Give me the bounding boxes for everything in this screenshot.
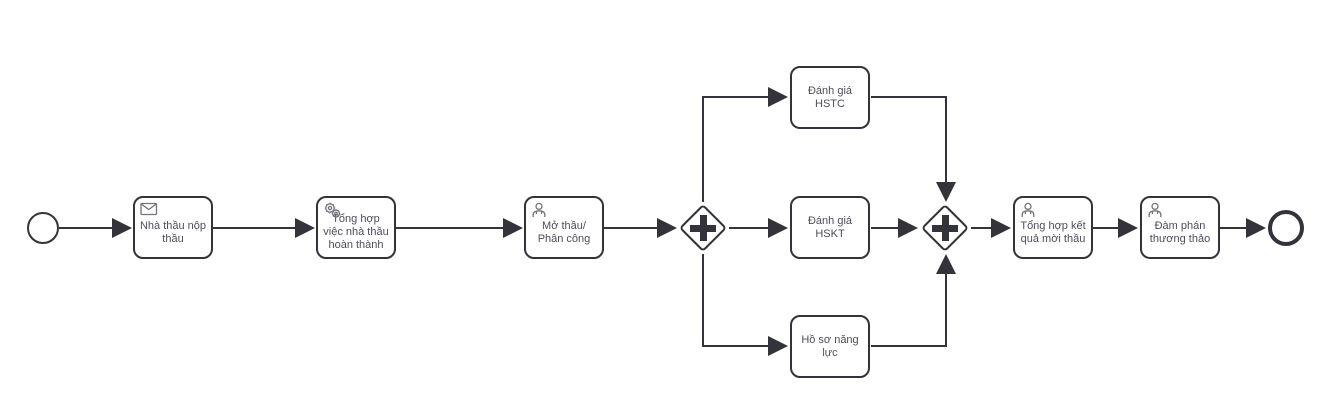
plus-icon (942, 215, 949, 241)
task-tong-hop-ket-qua-moi-thau[interactable]: Tổng hợp kết quả mời thầu (1013, 196, 1093, 259)
task-label: Đàm phán thương thảo (1149, 219, 1211, 245)
task-dam-phan-thuong-thao[interactable]: Đàm phán thương thảo (1140, 196, 1220, 259)
task-label: Tổng hợp kết quả mời thầu (1020, 219, 1086, 245)
user-icon (531, 202, 549, 218)
task-danh-gia-hstc[interactable]: Đánh giá HSTC (790, 66, 870, 129)
task-mo-thau-phan-cong[interactable]: Mở thầu/ Phân công (524, 196, 604, 259)
plus-icon (700, 215, 707, 241)
task-tong-hop-viec-nha-thau-hoan-thanh[interactable]: Tổng hợp việc nhà thầu hoàn thành (316, 196, 396, 259)
parallel-gateway-join[interactable] (920, 203, 970, 253)
message-icon (140, 202, 158, 218)
task-nha-thau-nop-thau[interactable]: Nhà thầu nộp thầu (133, 196, 213, 259)
task-label: Tổng hợp việc nhà thầu hoàn thành (323, 213, 389, 251)
task-label: Đánh giá HSKT (807, 214, 853, 240)
task-label: Hồ sơ năng lực (801, 333, 859, 359)
user-icon (1147, 202, 1165, 218)
flow-hsnl-to-gw2[interactable] (871, 254, 956, 347)
task-danh-gia-hskt[interactable]: Đánh giá HSKT (790, 196, 870, 259)
flow-hstc-to-gw2[interactable] (871, 96, 956, 202)
parallel-gateway-split[interactable] (678, 203, 728, 253)
gears-icon (323, 202, 341, 218)
flow-gw1-to-hstc[interactable] (702, 87, 788, 202)
start-event[interactable] (27, 212, 59, 244)
user-icon (1020, 202, 1038, 218)
end-event[interactable] (1268, 210, 1304, 246)
task-label: Mở thầu/ Phân công (537, 219, 591, 245)
flow-gw1-to-hsnl[interactable] (702, 254, 788, 356)
task-ho-so-nang-luc[interactable]: Hồ sơ năng lực (790, 315, 870, 378)
task-label: Đánh giá HSTC (807, 84, 853, 110)
task-label: Nhà thầu nộp thầu (139, 219, 207, 245)
